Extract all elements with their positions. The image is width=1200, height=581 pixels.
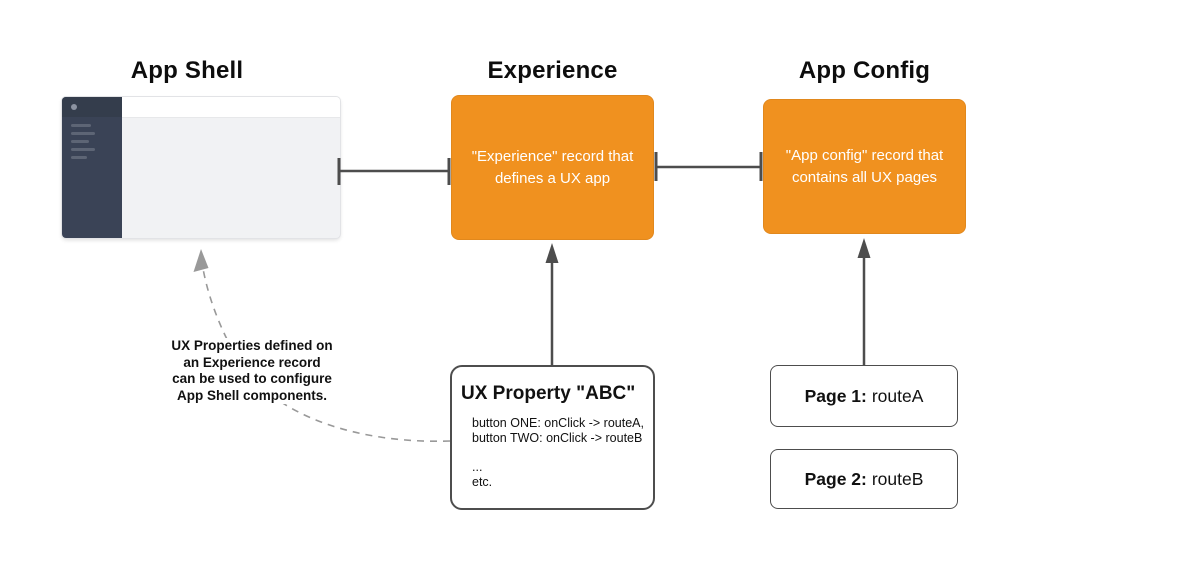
note-line: an Experience record xyxy=(183,354,321,370)
etc-text: etc. xyxy=(472,475,493,490)
app-shell-window-mockup xyxy=(62,97,340,238)
sidebar-menu-line xyxy=(71,156,87,159)
sidebar-menu-line xyxy=(71,124,91,127)
ux-property-box: UX Property "ABC" button ONE: onClick ->… xyxy=(450,365,655,510)
page-2-label: Page 2: xyxy=(804,468,867,489)
dashed-arrowhead-icon xyxy=(193,249,209,272)
ux-property-more: ... etc. xyxy=(472,460,645,491)
sidebar-menu-line xyxy=(71,140,89,143)
experience-record-text: "Experience" record that defines a UX ap… xyxy=(471,148,634,187)
ux-property-line: button TWO: onClick -> routeB xyxy=(472,431,643,446)
ux-property-line: button ONE: onClick -> routeA, xyxy=(472,416,644,430)
page-1-route: routeA xyxy=(871,385,924,406)
sidebar-menu-line xyxy=(71,148,95,151)
note-text: UX Properties defined on an Experience r… xyxy=(142,338,362,404)
page-1-label: Page 1: xyxy=(804,385,867,406)
up-arrowhead-icon xyxy=(857,238,871,258)
up-arrowhead-icon xyxy=(545,243,559,263)
experience-record-box: "Experience" record that defines a UX ap… xyxy=(451,95,654,240)
app-config-record-text: "App config" record that contains all UX… xyxy=(785,147,944,186)
ellipsis-text: ... xyxy=(472,459,483,474)
page-2-route: routeB xyxy=(871,468,924,489)
page-1-box: Page 1: routeA xyxy=(770,365,958,427)
dashed-arrow-uxproperty-to-appshell xyxy=(201,261,451,443)
note-line: UX Properties defined on xyxy=(171,338,333,353)
mockup-sidebar xyxy=(62,97,122,238)
ux-property-title: UX Property "ABC" xyxy=(461,383,636,404)
ux-property-code: button ONE: onClick -> routeA, button TW… xyxy=(472,416,645,447)
mockup-sidebar-header xyxy=(62,97,122,117)
title-app-shell: App Shell xyxy=(130,57,244,84)
title-app-config: App Config xyxy=(798,57,931,84)
note-line: App Shell components. xyxy=(176,387,327,403)
window-dot-icon xyxy=(71,104,77,110)
app-config-record-box: "App config" record that contains all UX… xyxy=(763,99,966,234)
mockup-topbar xyxy=(122,97,340,118)
page-2-box: Page 2: routeB xyxy=(770,449,958,509)
title-experience: Experience xyxy=(487,57,618,84)
note-line: can be used to configure xyxy=(172,371,332,386)
sidebar-menu-line xyxy=(71,132,95,135)
